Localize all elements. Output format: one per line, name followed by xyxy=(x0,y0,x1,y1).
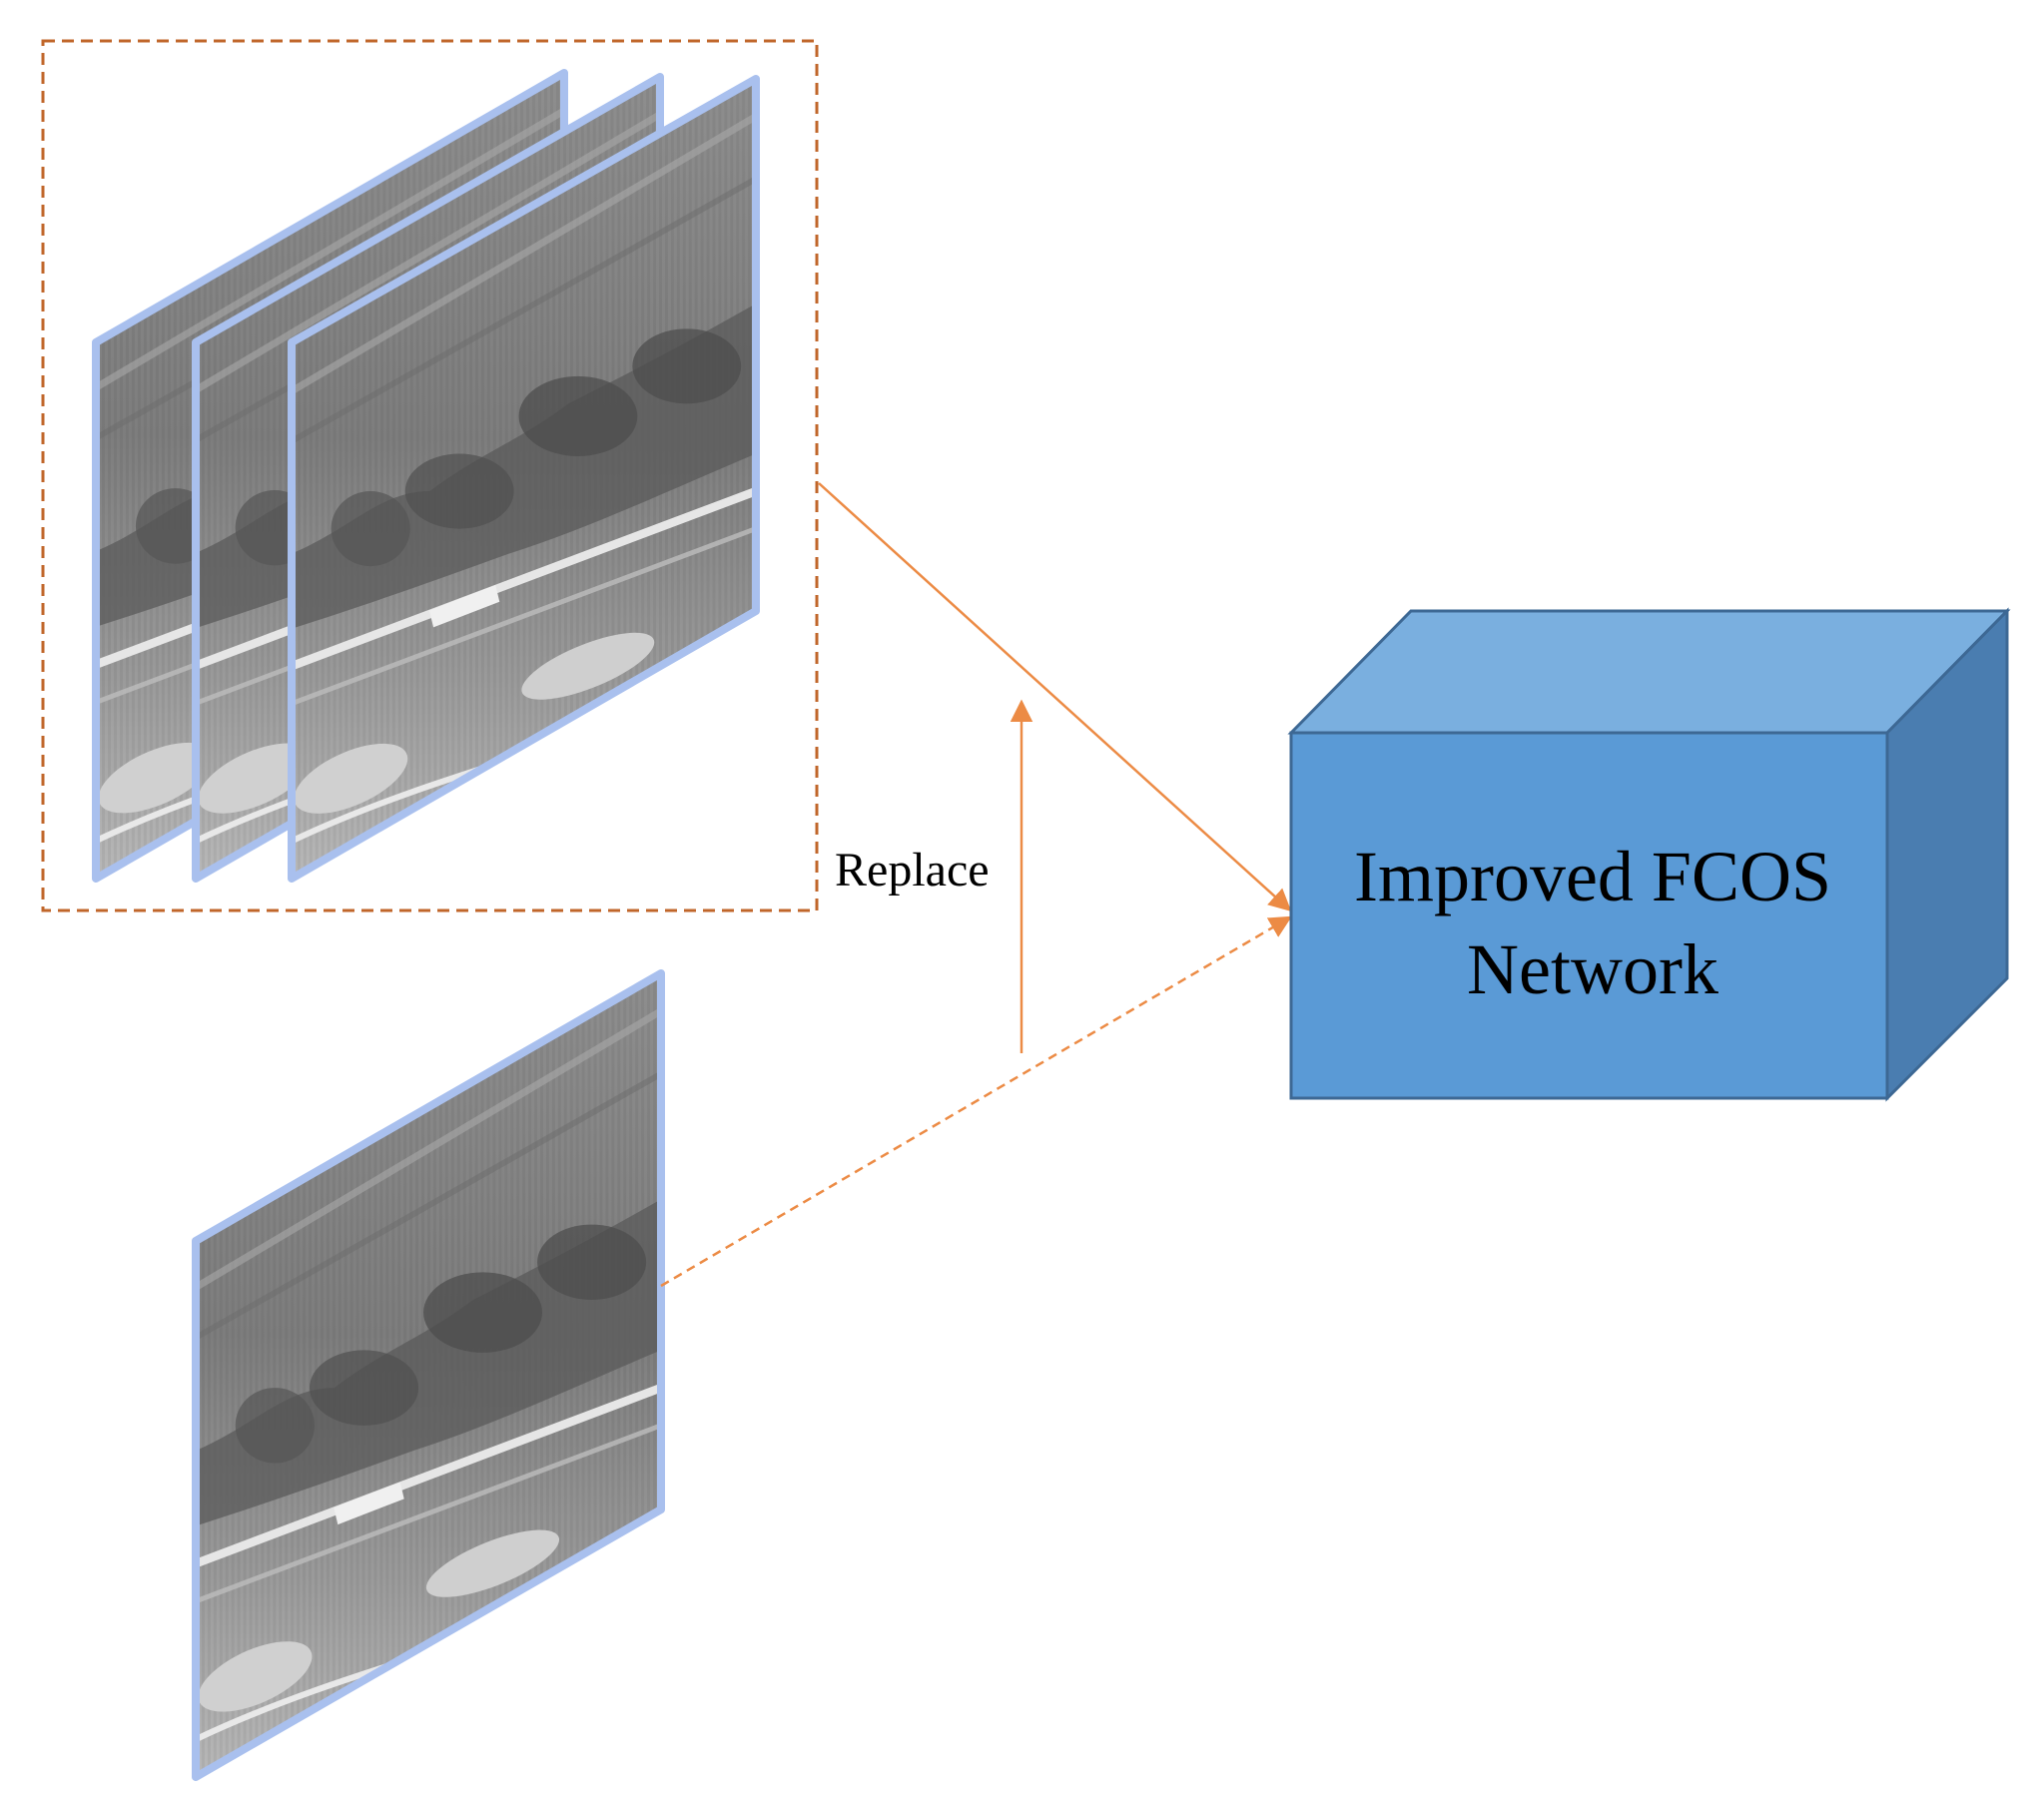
single-frame xyxy=(192,969,665,1781)
network-label-line-1: Improved FCOS xyxy=(1353,837,1832,916)
network-label: Improved FCOS Network xyxy=(1291,831,1894,1016)
stack-to-network-arrow xyxy=(818,482,1292,912)
network-box-front xyxy=(1289,731,1889,1100)
frame-stack xyxy=(92,69,760,883)
single-to-network-dashed-arrow xyxy=(660,915,1292,1288)
thermal-frame-icon xyxy=(288,75,760,883)
replace-label: Replace xyxy=(835,844,990,897)
network-box-top xyxy=(1287,609,2011,735)
thermal-frame-icon xyxy=(192,969,665,1781)
network-label-line-2: Network xyxy=(1467,929,1718,1009)
network-box xyxy=(1287,607,2011,1102)
frame-stack-group-box xyxy=(41,39,819,912)
